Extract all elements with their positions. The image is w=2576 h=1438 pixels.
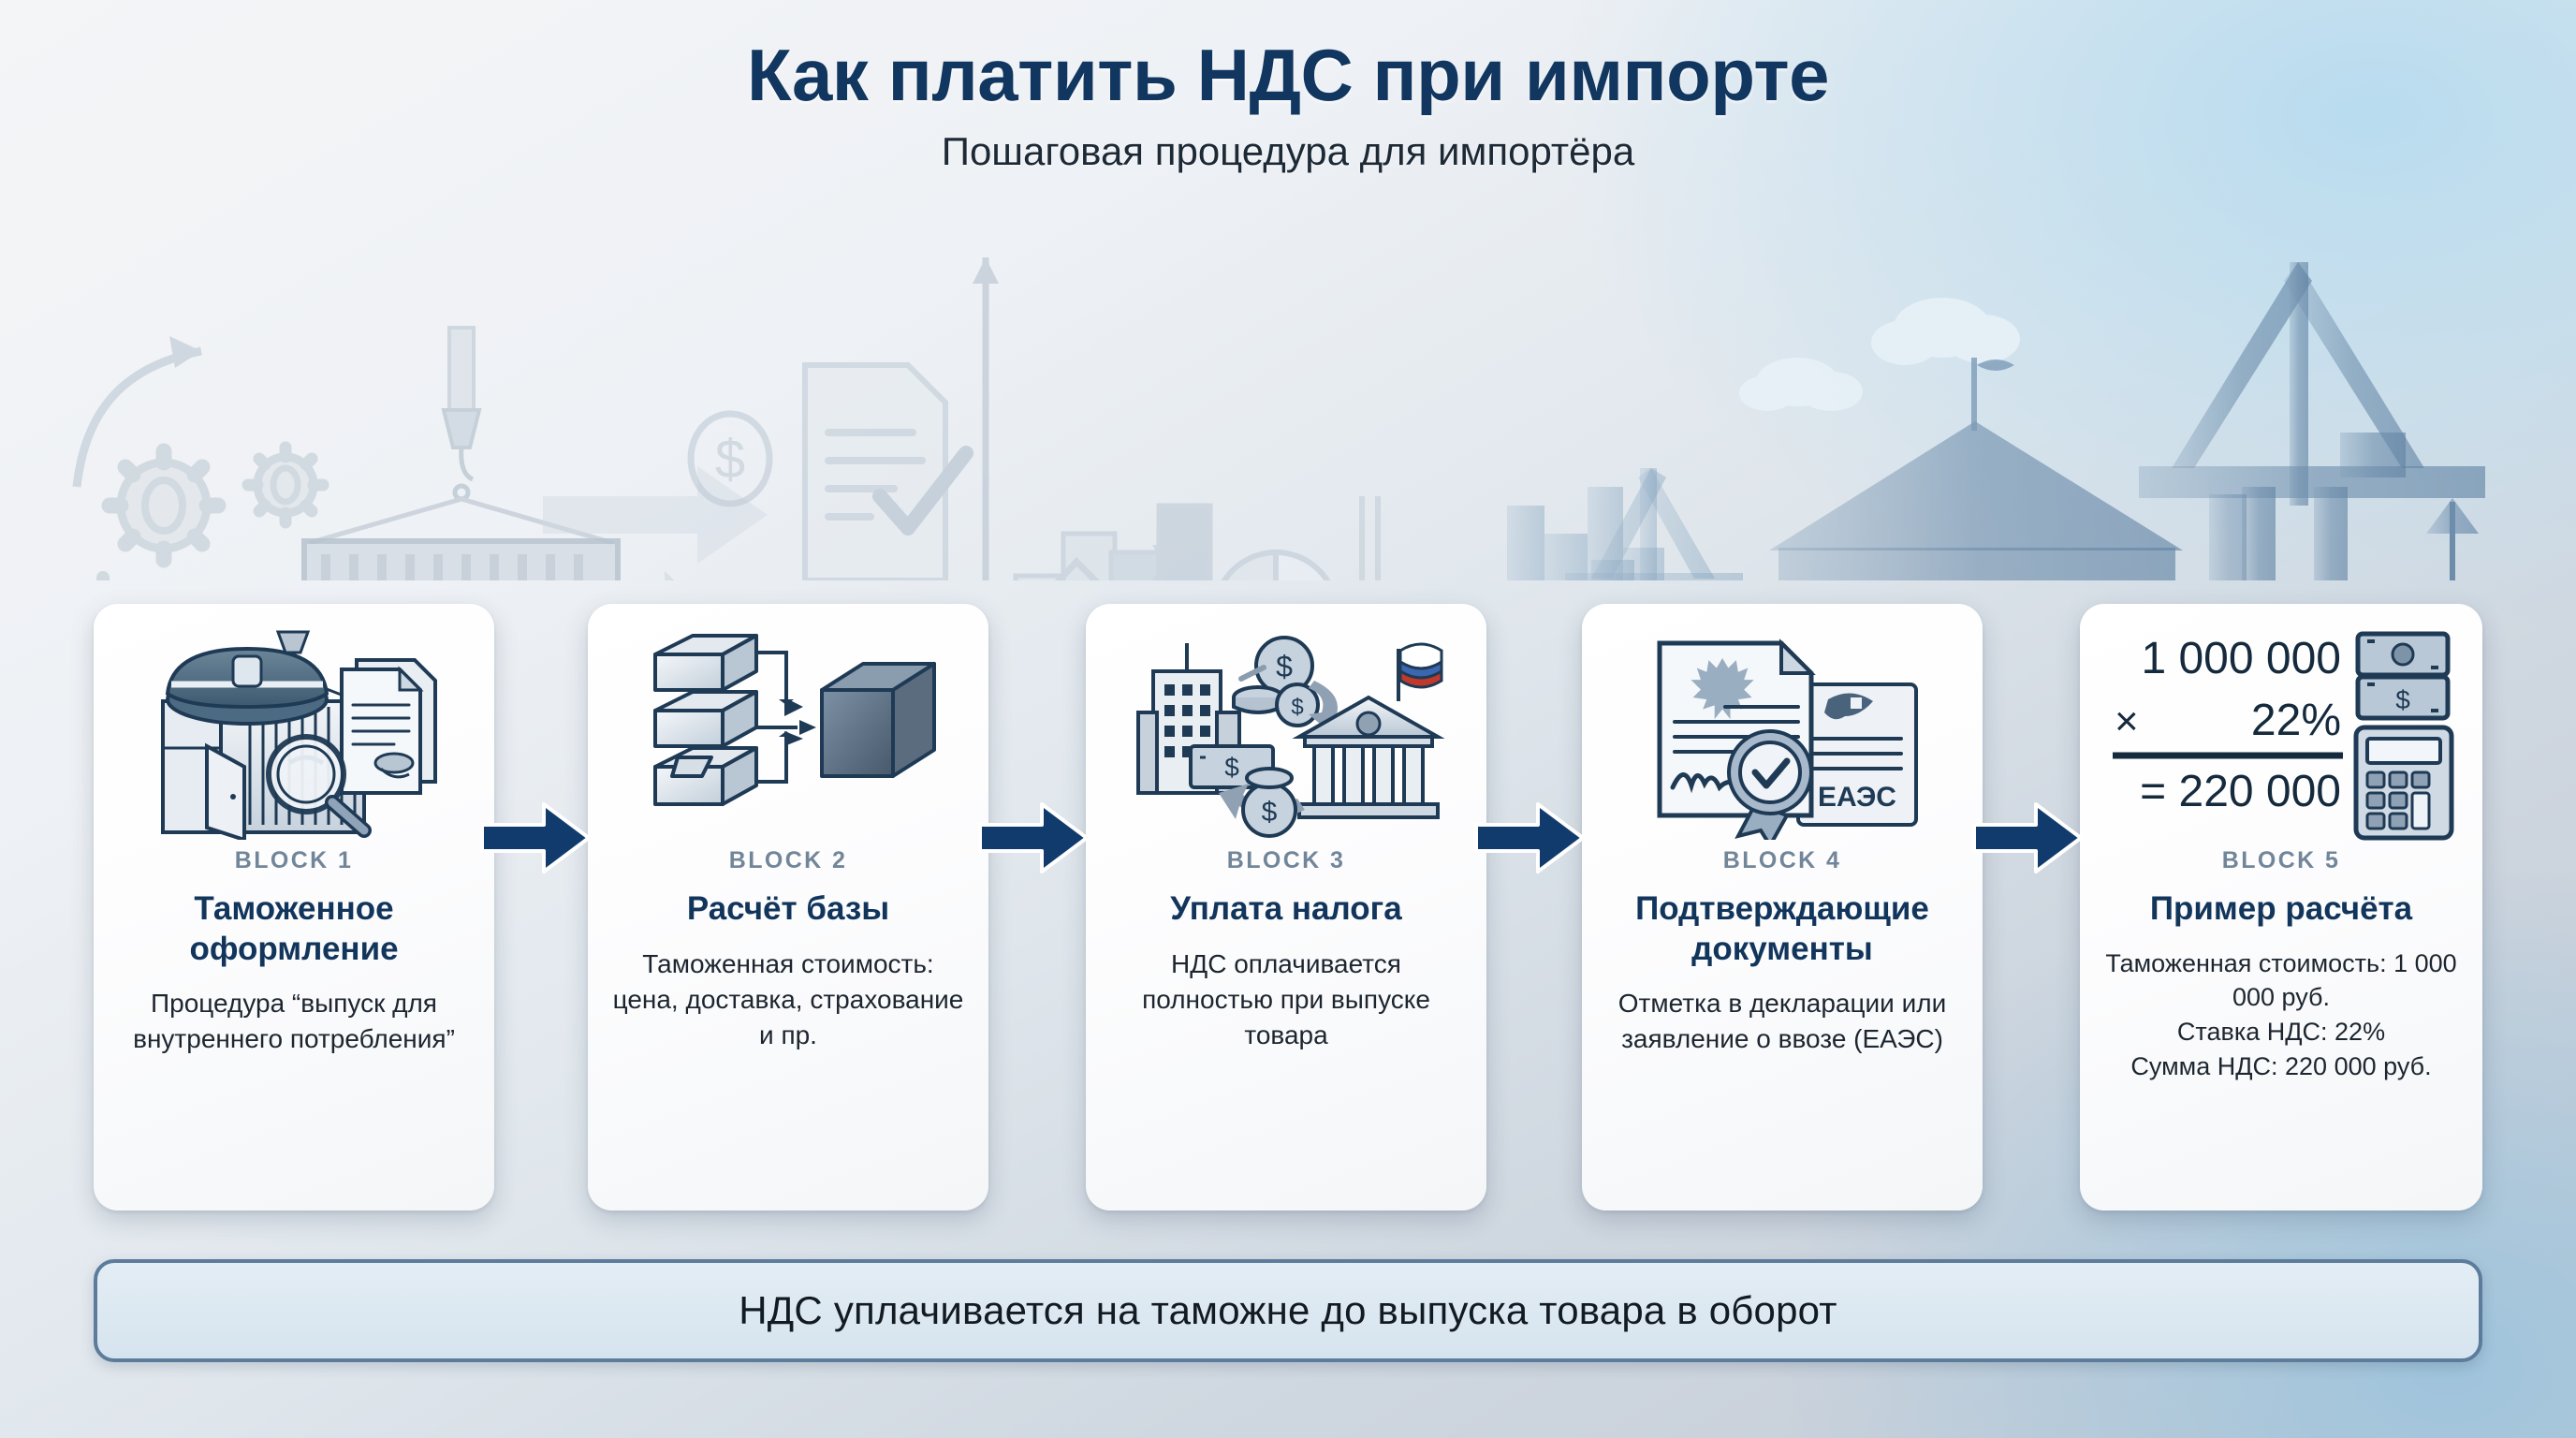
svg-text:$: $ <box>1276 650 1293 683</box>
block-label: BLOCK 1 <box>234 847 354 873</box>
summary-banner-text: НДС уплачивается на таможне до выпуска т… <box>739 1288 1837 1332</box>
formula-rate: 22% <box>2251 696 2341 745</box>
step-card-1[interactable]: BLOCK 1 Таможенное оформление Процедура … <box>94 604 494 1211</box>
card-description: Процедура “выпуск для внутреннего потреб… <box>133 989 455 1054</box>
gear-icon <box>96 441 329 580</box>
flag-icon <box>1971 358 2014 431</box>
flow-arrow-2 <box>978 800 1089 880</box>
calculator-icon <box>2353 725 2454 841</box>
card-title: Подтверждающие документы <box>1635 890 1929 967</box>
formula-result: = 220 000 <box>2140 767 2341 816</box>
warehouse-icon <box>1769 421 2183 580</box>
calculation-icon: 1 000 000 × 22% = 220 000 $ <box>2080 604 2482 841</box>
svg-text:$: $ <box>1262 797 1278 828</box>
header: Как платить НДС при импорте Пошаговая пр… <box>0 36 2576 174</box>
shipping-container-icon <box>301 538 621 580</box>
certified-documents-icon: ЕАЭС <box>1582 604 1983 840</box>
flow-arrow-3 <box>1474 800 1585 880</box>
tax-payment-icon: $ $ $ <box>1086 604 1486 838</box>
svg-text:$: $ <box>1291 695 1303 720</box>
crane-hook-icon <box>308 326 614 546</box>
right-arrow-icon <box>665 571 675 580</box>
card-description: НДС оплачивается полностью при выпуске т… <box>1142 948 1430 1049</box>
boxes-to-cube-icon <box>588 604 988 838</box>
block-label: BLOCK 5 <box>2221 847 2341 873</box>
page-subtitle: Пошаговая процедура для импортёра <box>941 129 1635 174</box>
cloud-icon <box>1739 298 2020 411</box>
step-card-5[interactable]: 1 000 000 × 22% = 220 000 $ <box>2080 604 2482 1211</box>
pie-chart-icon <box>1221 549 1331 580</box>
card-description: Отметка в декларации или заявление о вво… <box>1617 989 1947 1054</box>
header-illustration-band: $ <box>0 187 2576 580</box>
card-title: Расчёт базы <box>686 890 890 927</box>
card-title: Таможенное оформление <box>189 890 399 967</box>
flow-arrow-1 <box>480 800 591 880</box>
svg-text:$: $ <box>1224 753 1239 782</box>
curved-arrow-icon <box>72 336 202 488</box>
document-check-icon <box>802 362 973 580</box>
card-title: Пример расчёта <box>2149 890 2413 927</box>
page-title: Как платить НДС при импорте <box>746 34 1830 116</box>
step-card-2[interactable]: BLOCK 2 Расчёт базы Таможенная стоимость… <box>588 604 988 1211</box>
flow-arrow-4 <box>1972 800 2083 880</box>
step-card-4[interactable]: ЕАЭС <box>1582 604 1983 1211</box>
block-label: BLOCK 4 <box>1722 847 1842 873</box>
card-description: Таможенная стоимость: цена, доставка, ст… <box>612 948 964 1049</box>
formula-base: 1 000 000 <box>2141 634 2341 683</box>
port-crane-icon <box>2139 262 2485 580</box>
eaeu-badge: ЕАЭС <box>1818 782 1896 813</box>
summary-banner: НДС уплачивается на таможне до выпуска т… <box>94 1259 2482 1362</box>
steps-row: BLOCK 1 Таможенное оформление Процедура … <box>94 604 2482 1211</box>
step-card-3[interactable]: $ $ $ <box>1086 604 1486 1211</box>
bar-chart-icon <box>973 257 1213 580</box>
block-label: BLOCK 2 <box>728 847 848 873</box>
svg-text:$: $ <box>715 429 745 490</box>
dollar-coin-icon: $ <box>687 410 773 507</box>
right-arrow-icon <box>543 466 768 564</box>
card-description: Таможенная стоимость: 1 000 000 руб. Ста… <box>2105 948 2457 1080</box>
customs-clearance-icon <box>94 604 494 840</box>
banknote-icon: $ <box>2355 631 2451 721</box>
crane-hook-icon <box>1359 496 1381 580</box>
svg-text:$: $ <box>2395 685 2410 714</box>
card-title: Уплата налога <box>1170 890 1402 927</box>
port-crane-icon <box>1507 468 1743 580</box>
block-label: BLOCK 3 <box>1226 847 1346 873</box>
formula-operator: × <box>2115 698 2139 744</box>
